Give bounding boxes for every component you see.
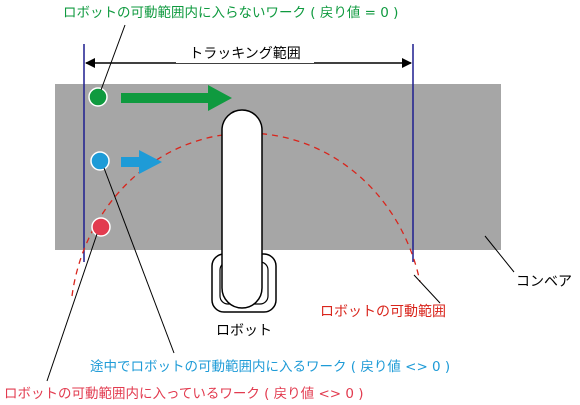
conveyor-label: コンベア — [516, 274, 572, 290]
robot-arm — [221, 109, 263, 309]
blue-motion-arrow — [121, 150, 162, 174]
tracking-range-label: トラッキング範囲 — [189, 45, 301, 62]
leader-conveyor — [484, 235, 515, 273]
top-work-label: ロボットの可動範囲内に入らないワーク ( 戻り値 = 0 ) — [63, 5, 398, 21]
work-red-dot — [91, 217, 111, 237]
robot-range-label: ロボットの可動範囲 — [320, 303, 446, 320]
green-motion-arrow — [121, 85, 232, 111]
leader-mid-work — [103, 167, 175, 354]
leader-robot-range — [413, 274, 441, 304]
robot — [211, 109, 277, 313]
bottom-work-label: ロボットの可動範囲内に入っているワーク ( 戻り値 <> 0 ) — [4, 386, 364, 402]
work-blue-dot — [90, 151, 110, 171]
mid-work-label: 途中でロボットの可動範囲内に入るワーク ( 戻り値 <> 0 ) — [90, 358, 450, 375]
leader-bottom-work — [46, 233, 98, 382]
tracking-label-bg — [176, 43, 314, 63]
robot-label: ロボット — [216, 323, 272, 339]
leader-top-work — [100, 24, 126, 91]
work-green-dot — [88, 87, 108, 107]
